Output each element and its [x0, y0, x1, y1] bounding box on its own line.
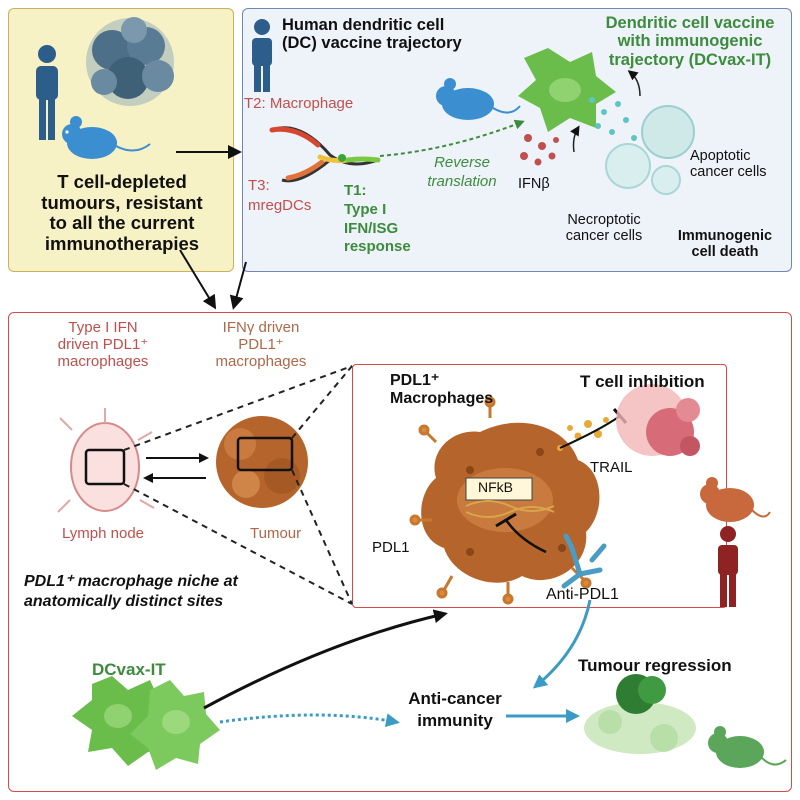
t-cell-inhibition-label: T cell inhibition [580, 372, 705, 391]
anticancer-line1: Anti-cancer [408, 689, 502, 708]
t1-label: T1: Type I IFN/ISG response [344, 182, 411, 257]
dendritic-cell-icon [72, 676, 220, 770]
apoptotic-line1: Apoptotic [690, 148, 751, 164]
type1-ifn-label: Type I IFN driven PDL1⁺ macrophages [28, 319, 178, 370]
reverse-translation-arrow [379, 119, 525, 157]
necroptotic-cells-icon [520, 134, 559, 166]
necroptotic-label: Necroptotic cancer cells [552, 212, 656, 244]
t3-label: T3: mregDCs [248, 176, 311, 215]
lymph-node-icon [57, 408, 155, 513]
anti-pdl1-label: Anti-PDL1 [546, 586, 619, 603]
to-bottom-arrow-1 [179, 249, 217, 310]
ifng-line1: IFNγ driven [222, 319, 300, 336]
necroptotic-line2: cancer cells [565, 228, 643, 245]
type1-line3: macrophages [57, 352, 149, 370]
type1-line1: Type I IFN [68, 319, 138, 336]
t-cell-icon [616, 384, 700, 456]
t3-line1: T3: [248, 177, 270, 194]
apoptotic-label: Apoptotic cancer cells [690, 148, 767, 180]
niche-line1: PDL1⁺ macrophage niche at [24, 573, 238, 590]
dcvax-it-title: Dendritic cell vaccine with immunogenic … [590, 14, 790, 69]
t2-label: T2: Macrophage [244, 95, 354, 112]
mouse-icon [62, 116, 151, 159]
human-icon [36, 45, 58, 140]
dcvax-it-label: DCvax-IT [92, 660, 166, 679]
to-bottom-arrow-2 [229, 261, 247, 310]
tumour-regression-icon [584, 674, 696, 754]
pdl1-mac-line2: Macrophages [390, 389, 494, 407]
t-cell-depleted-text: T cell-depleted tumours, resistant to al… [14, 171, 230, 255]
human-icon [718, 526, 738, 607]
dcvax-title-line3: trajectory (DCvax-IT) [608, 50, 772, 69]
necroptotic-arrow [570, 125, 580, 153]
mouse-icon [700, 477, 771, 522]
tumour-cluster-icon [86, 17, 174, 106]
t3-line2: mregDCs [248, 196, 312, 214]
antibody-icon [561, 533, 607, 589]
tl-line2: tumours, resistant [41, 191, 203, 213]
type1-line2: driven PDL1⁺ [57, 335, 149, 353]
icd-label: Immunogenic cell death [666, 228, 784, 260]
nfkb-label: NFkB [478, 479, 513, 495]
tumour-regression-label: Tumour regression [578, 656, 732, 675]
tl-line4: immunotherapies [44, 233, 200, 255]
necroptotic-line1: Necroptotic [567, 212, 641, 228]
anticancer-line2: immunity [417, 711, 493, 731]
zoom-lines [123, 365, 353, 605]
ifng-label: IFNγ driven PDL1⁺ macrophages [186, 319, 336, 370]
antipdl1-to-immunity-arrow [532, 599, 592, 689]
dcvax-to-macrophage-arrow [203, 609, 448, 710]
dc-trajectory-title: Human dendritic cell (DC) vaccine trajec… [282, 16, 462, 53]
dcvax-title-line2: with immunogenic [617, 32, 763, 51]
pdl1-label: PDL1 [372, 539, 410, 556]
t1-line1: T1: [344, 182, 367, 199]
human-icon [252, 19, 272, 92]
niche-label: PDL1⁺ macrophage niche at anatomically d… [24, 572, 238, 612]
dc-title-line2: (DC) vaccine trajectory [282, 34, 462, 53]
niche-line2: anatomically distinct sites [24, 593, 224, 610]
reverse-translation-label: Reverse translation [414, 154, 510, 192]
lymph-node-label: Lymph node [62, 525, 145, 542]
apoptotic-line2: cancer cells [690, 164, 767, 181]
pdl1-macrophages-label: PDL1⁺ Macrophages [390, 372, 493, 408]
apoptotic-cells-icon [589, 97, 695, 195]
mouse-icon [708, 726, 787, 768]
tl-line1: T cell-depleted [57, 171, 187, 192]
top-right-panel [242, 8, 792, 272]
ifnb-label: IFNβ [518, 176, 550, 192]
dcvax-to-immunity-arrow [219, 713, 400, 728]
t1-line2: Type I [344, 200, 387, 218]
anti-pdl1-inhibition [504, 519, 547, 554]
pdl1-mac-line1: PDL1⁺ [390, 372, 440, 389]
macrophage-icon [409, 396, 600, 605]
trajectory-branch-icon [269, 126, 381, 183]
icd-line1: Immunogenic [677, 228, 773, 244]
tl-line3: to all the current [49, 212, 195, 234]
dcvax-title-line1: Dendritic cell vaccine [605, 14, 775, 32]
dendritic-cell-icon [518, 48, 616, 132]
trail-label: TRAIL [590, 459, 633, 476]
ifng-line2: PDL1⁺ [238, 335, 284, 353]
tumour-icon [216, 416, 308, 508]
ifng-line3: macrophages [215, 352, 307, 370]
icd-line2: cell death [691, 244, 759, 261]
anti-cancer-immunity-label: Anti-cancer immunity [400, 688, 510, 732]
t1-line3: IFN/ISG [344, 219, 399, 237]
tumour-label: Tumour [250, 525, 302, 542]
t1-line4: response [344, 238, 411, 256]
mouse-icon [436, 78, 521, 120]
rt-line1: Reverse [434, 154, 490, 171]
dc-title-line1: Human dendritic cell [282, 16, 445, 34]
apoptotic-arrow [627, 70, 641, 97]
rt-line2: translation [427, 172, 497, 190]
